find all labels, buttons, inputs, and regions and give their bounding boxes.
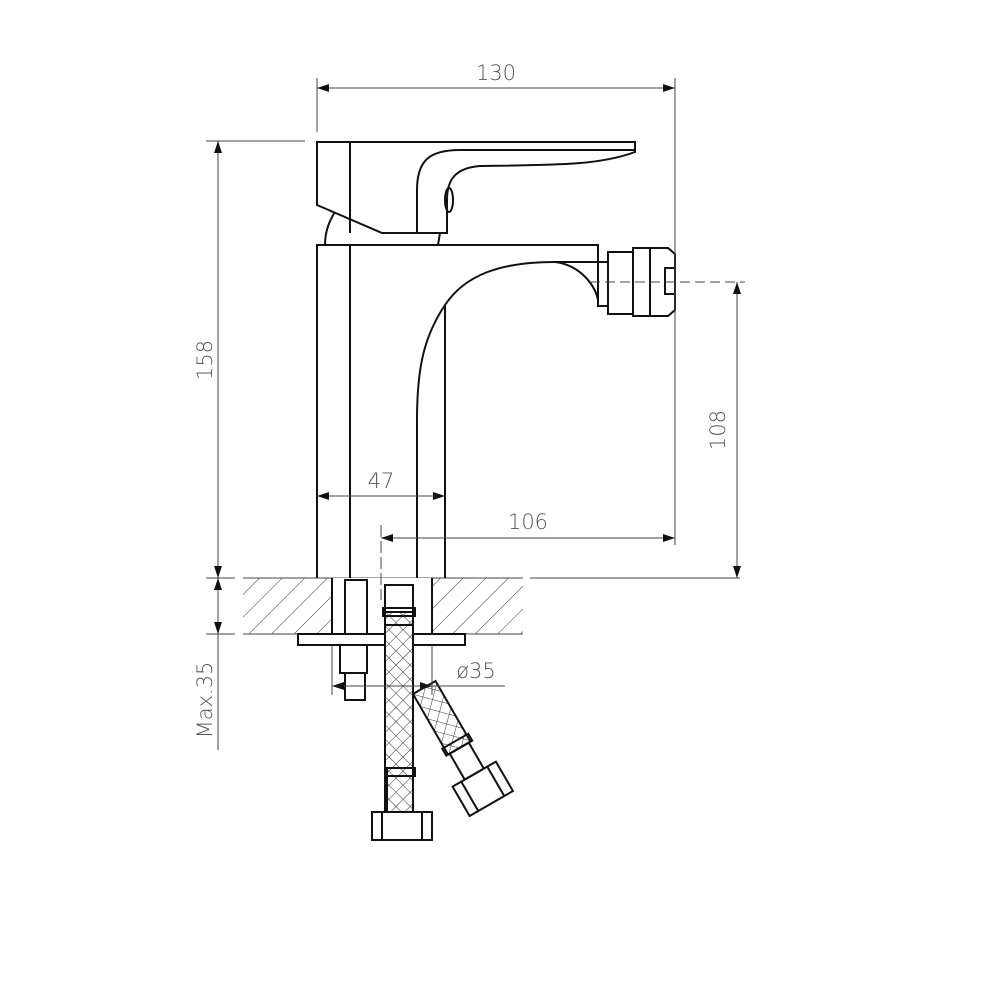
dimension-body-width: 47 [317, 469, 445, 500]
faucet-body [316, 244, 599, 578]
countertop [243, 577, 740, 635]
handle [316, 141, 636, 246]
dim-158-label: 158 [193, 340, 217, 380]
dimension-spout-height: 108 [706, 282, 741, 578]
dimension-overall-width: 130 [316, 61, 676, 545]
bidet-jet-nozzle [590, 247, 745, 317]
dim-130-label: 130 [476, 61, 516, 85]
dimension-overall-height: 158 [193, 140, 305, 579]
supply-hoses [371, 584, 515, 841]
dim-47-label: 47 [368, 469, 395, 493]
dim-108-label: 108 [706, 410, 730, 450]
mounting-plate [297, 633, 466, 646]
dimension-max-countertop: Max.35 [193, 578, 235, 750]
dim-max35-label: Max.35 [193, 662, 217, 739]
dim-106-label: 106 [508, 510, 548, 534]
dimension-spout-reach: 106 [380, 510, 675, 600]
dim-35-label: ø35 [456, 659, 496, 683]
dimension-mounting-hole: ø35 [331, 645, 505, 695]
